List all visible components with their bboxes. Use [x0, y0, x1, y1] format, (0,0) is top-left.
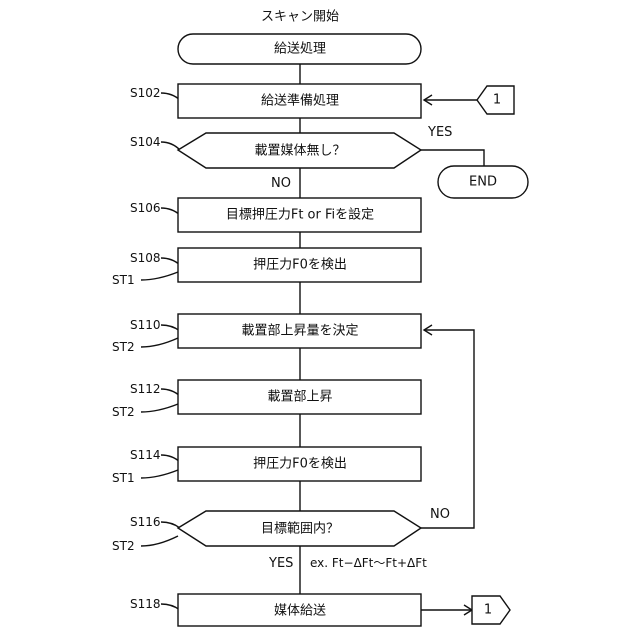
process-s114: 押圧力F0を検出: [178, 447, 421, 481]
state-labels: ST1 ST2 ST2 ST1 ST2: [112, 273, 135, 553]
process-s102: 給送準備処理: [178, 84, 421, 118]
branch-s116-no: NO: [430, 507, 450, 522]
terminal-end-label: END: [469, 175, 497, 190]
process-s112-label: 載置部上昇: [267, 390, 332, 405]
step-label-s102: S102: [130, 86, 161, 100]
process-s118: 媒体給送: [178, 594, 421, 626]
state-label-s116: ST2: [112, 539, 135, 553]
connector-in: 1: [477, 86, 514, 114]
step-label-s106: S106: [130, 201, 161, 215]
process-s112: 載置部上昇: [178, 380, 421, 414]
state-label-s110: ST2: [112, 340, 135, 354]
process-s106-label: 目標押圧力Ft or Fiを設定: [226, 207, 374, 223]
process-s114-label: 押圧力F0を検出: [253, 457, 347, 472]
step-label-s110: S110: [130, 318, 161, 332]
step-label-s114: S114: [130, 448, 161, 462]
connector-in-label: 1: [493, 93, 501, 108]
step-label-s104: S104: [130, 135, 161, 149]
decision-s116: 目標範囲内？: [178, 511, 421, 546]
process-s108-label: 押圧力F0を検出: [253, 258, 347, 273]
connector-out: 1: [472, 596, 510, 624]
terminal-start-label: 給送処理: [274, 42, 326, 57]
step-label-s108: S108: [130, 251, 161, 265]
process-s118-label: 媒体給送: [274, 604, 326, 619]
decision-s116-label: 目標範囲内？: [261, 521, 339, 537]
branch-s104-no: NO: [271, 176, 291, 191]
step-label-s112: S112: [130, 382, 161, 396]
process-s108: 押圧力F0を検出: [178, 248, 421, 282]
start-title: スキャン開始: [261, 10, 339, 25]
process-s110: 載置部上昇量を決定: [178, 314, 421, 348]
terminal-start: 給送処理: [178, 34, 421, 64]
branch-s116-yes: YES: [268, 556, 293, 571]
range-annotation: ex. Ft−ΔFt〜Ft+ΔFt: [310, 556, 427, 570]
state-label-s114: ST1: [112, 471, 135, 485]
connector-out-label: 1: [484, 603, 492, 618]
step-leaders: [141, 93, 180, 610]
process-s102-label: 給送準備処理: [261, 93, 339, 109]
branch-s104-yes: YES: [427, 125, 452, 140]
process-s110-label: 載置部上昇量を決定: [241, 324, 358, 339]
step-label-s118: S118: [130, 597, 161, 611]
step-label-s116: S116: [130, 515, 161, 529]
process-s106: 目標押圧力Ft or Fiを設定: [178, 198, 421, 232]
state-label-s108: ST1: [112, 273, 135, 287]
terminal-end: END: [438, 166, 528, 198]
decision-s104-label: 載置媒体無し？: [254, 144, 345, 159]
decision-s104: 載置媒体無し？: [178, 133, 421, 168]
state-label-s112: ST2: [112, 405, 135, 419]
